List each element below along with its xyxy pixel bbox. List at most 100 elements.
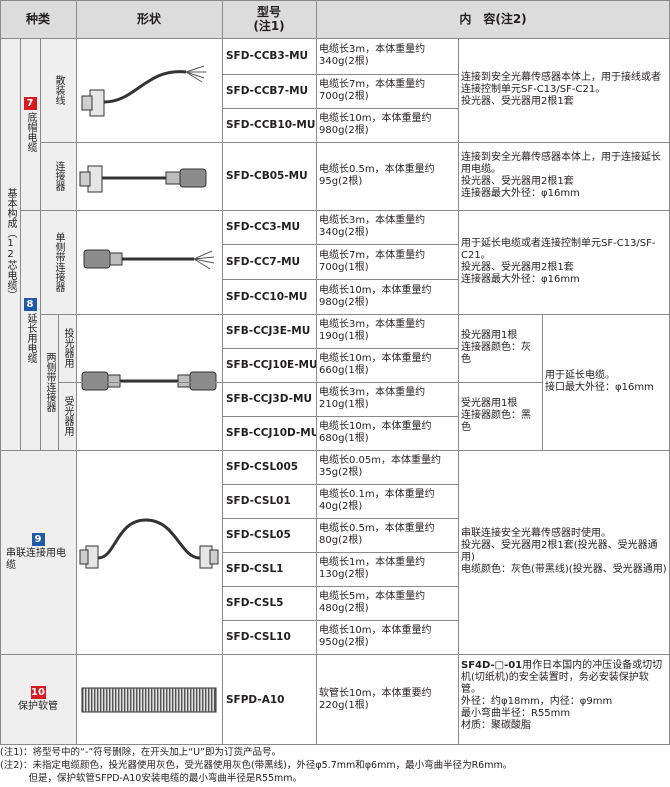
group-receiver: 受光器用	[58, 382, 76, 450]
grid-line	[458, 38, 459, 745]
header-model: 型号 (注1)	[222, 0, 316, 38]
group-basic-label: 基本构成（12芯电缆）	[5, 188, 16, 300]
grid-line	[0, 0, 670, 1]
model-cell: SFD-CCB3-MU	[226, 50, 309, 62]
cable-loose-wire-image	[81, 65, 206, 117]
group-ext-label: 延长用电缆	[25, 312, 36, 363]
model-cell: SFD-CCB10-MU	[226, 119, 316, 131]
grid-line	[0, 0, 1, 745]
model-cell: SFD-CSL10	[226, 631, 291, 643]
grid-line	[58, 314, 59, 450]
header-shape: 形状	[76, 0, 222, 38]
desc-cell: 电缆长7m，本体重量约700g(2根)	[319, 79, 426, 102]
desc-cell: 电缆长10m，本体重量约980g(2根)	[319, 113, 432, 136]
model-cell: SFD-CC10-MU	[226, 290, 308, 303]
content-hose-text: 用作日本国内的冲压设备或切切机(切纸机)的安全装置时，务必安装保护软管。 外径：…	[461, 660, 663, 731]
desc-cell: 电缆长10m，本体重量约950g(2根)	[319, 625, 432, 648]
grid-line	[222, 279, 458, 280]
footnote-2: (注2)：未指定电缆颜色，投光器使用灰色，受光器使用灰色(带黑线)，外径φ5.7…	[0, 760, 513, 771]
model-cell: SFD-CSL05	[226, 529, 291, 541]
desc-cell: 电缆长10m，本体重量约980g(2根)	[319, 284, 432, 308]
group-serial-label: 串联连接用电缆	[6, 547, 66, 571]
content-hose: SF4D-□-01用作日本国内的冲压设备或切切机(切纸机)的安全装置时，务必安装…	[458, 654, 670, 745]
content-loose: 连接到安全光幕传感器本体上，用于接线或者连接控制单元SF-C13/SF-C21。…	[461, 72, 661, 107]
protective-hose-image	[81, 687, 217, 713]
model-cell: SFB-CCJ3E-MU	[226, 325, 311, 337]
grid-line	[0, 450, 670, 451]
grid-line	[40, 38, 41, 450]
cable-spec-table: 种类 形状 型号 (注1) 内 容(注2) 基本构成（12芯电缆） 7 底帽电缆…	[0, 0, 670, 745]
content-hose-title: SF4D-□-01	[461, 660, 523, 671]
desc-cell: 软管长10m，本体重要约220g(1根)	[319, 687, 432, 711]
grid-line	[76, 0, 77, 745]
desc-cell: 电缆长10m，本体重量约680g(1根)	[319, 421, 432, 444]
model-cell: SFD-CC3-MU	[226, 221, 301, 233]
cable-connector-image	[79, 165, 207, 193]
group-connector: 连接器	[40, 142, 76, 210]
desc-cell: 电缆长3m，本体重量约190g(1根)	[319, 319, 426, 342]
group-connector-label: 连接器	[53, 161, 64, 191]
group-loose-label: 散装线	[53, 75, 64, 105]
grid-line	[58, 382, 542, 383]
group-serial: 9 串联连接用电缆	[0, 450, 76, 654]
badge-8: 8	[23, 297, 37, 311]
content-receiver: 受光器用1根 连接器颜色：黑色	[461, 398, 531, 433]
desc-cell: 电缆长0.5m，本体重量约95g(2根)	[319, 164, 435, 187]
header-kind: 种类	[0, 0, 76, 38]
group-double: 两侧带连接器	[40, 314, 58, 450]
desc-cell: 电缆长3m，本体重量约340g(2根)	[319, 44, 426, 67]
grid-line	[0, 654, 670, 655]
cable-serial-image	[79, 518, 219, 569]
header-content: 内 容(注2)	[316, 0, 670, 38]
grid-line	[222, 518, 458, 519]
model-cell: SFD-CB05-MU	[226, 170, 308, 182]
grid-line	[40, 314, 670, 315]
desc-cell: 电缆长3m，本体重量约210g(1根)	[319, 387, 426, 410]
desc-cell: 电缆长0.05m，本体重量约35g(2根)	[319, 455, 442, 478]
desc-cell: 电缆长0.5m，本体重量约80g(2根)	[319, 523, 435, 546]
group-basic: 基本构成（12芯电缆）	[0, 38, 20, 450]
badge-10: 10	[30, 686, 46, 699]
content-single: 用于延长电缆或者连接控制单元SF-C13/SF-C21。 投光器、受光器用2根1…	[461, 238, 656, 285]
grid-line	[222, 416, 458, 417]
grid-line	[0, 744, 670, 745]
group-hose: 10 保护软管	[0, 654, 76, 745]
model-cell: SFB-CCJ10E-MU	[226, 359, 316, 371]
model-cell: SFD-CSL5	[226, 597, 284, 609]
group-loose: 散装线	[40, 38, 76, 142]
desc-cell: 电缆长7m，本体重量约700g(1根)	[319, 249, 426, 273]
model-cell: SFPD-A10	[226, 693, 285, 706]
model-cell: SFB-CCJ3D-MU	[226, 393, 312, 405]
footnote-3: 但是，保护软管SFPD-A10安装电缆的最小弯曲半径是R55mm。	[0, 773, 303, 784]
group-bottom-label: 底帽电缆	[25, 111, 36, 152]
desc-cell: 电缆长10m，本体重量约660g(1根)	[319, 353, 432, 376]
desc-cell: 电缆长5m，本体重量约480g(2根)	[319, 591, 426, 614]
badge-9: 9	[31, 532, 45, 546]
model-cell: SFB-CCJ10D-MU	[226, 427, 316, 439]
group-single: 单侧带连接器	[40, 210, 76, 314]
model-cell: SFD-CSL005	[226, 461, 299, 473]
grid-line	[20, 38, 21, 450]
content-serial: 串联连接安全光幕传感器时使用。 投光器、受光器用2根1套(投光器、受光器通用) …	[461, 528, 667, 575]
group-extension-cable: 8 延长用电缆	[20, 210, 40, 450]
content-emitter: 投光器用1根 连接器颜色：灰色	[461, 330, 531, 365]
model-cell: SFD-CSL1	[226, 563, 284, 575]
grid-line	[316, 0, 317, 745]
group-single-label: 单侧带连接器	[53, 232, 64, 292]
cable-single-connector-image	[83, 249, 215, 270]
footnote-1: (注1)：将型号中的“-”符号删除，在开头加上“U”即为订货产品号。	[0, 747, 282, 758]
group-emitter-label: 投光器用	[62, 328, 73, 368]
grid-line	[40, 142, 670, 143]
grid-line	[0, 38, 670, 39]
grid-line	[20, 210, 670, 211]
group-double-label: 两侧带连接器	[44, 352, 55, 412]
content-double: 用于延长电缆。 接口最大外径：φ16mm	[545, 370, 654, 393]
group-receiver-label: 受光器用	[62, 396, 73, 436]
grid-line	[222, 348, 458, 349]
group-emitter: 投光器用	[58, 314, 76, 382]
model-cell: SFD-CSL01	[226, 495, 291, 507]
content-connector: 连接到安全光幕传感器本体上，用于连接延长用电缆。 投光器、受光器用2根1套 连接…	[461, 152, 661, 199]
group-hose-label: 保护软管	[18, 701, 58, 712]
cable-double-connector-image	[81, 371, 217, 391]
model-cell: SFD-CC7-MU	[226, 255, 301, 268]
